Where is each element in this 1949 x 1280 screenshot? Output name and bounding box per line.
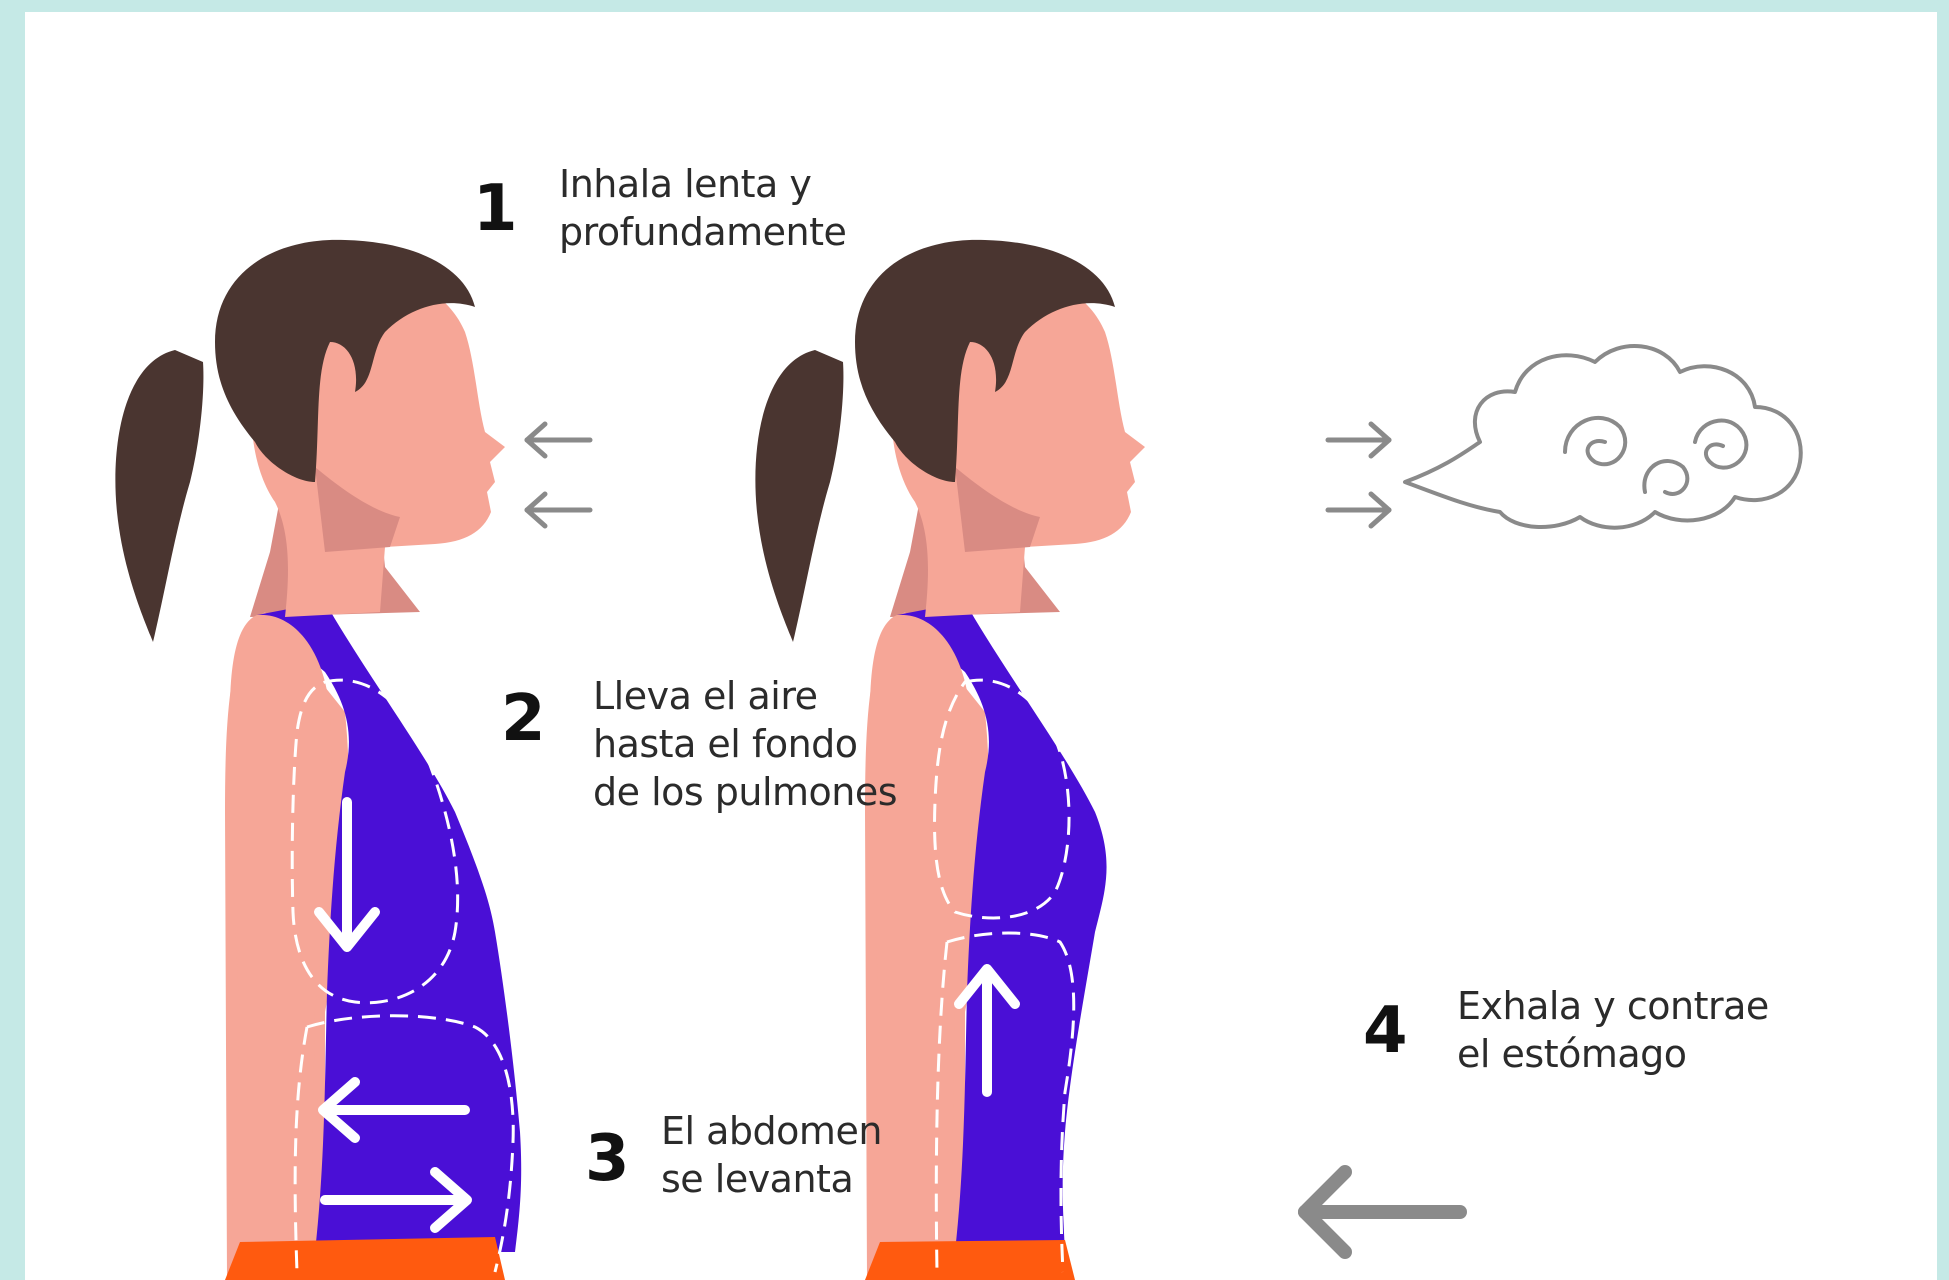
step-2-line-3: de los pulmones [593, 768, 897, 816]
push-arrow-icon [1305, 1172, 1460, 1252]
figure-exhale [755, 240, 1800, 1280]
step-2-line-2: hasta el fondo [593, 720, 897, 768]
step-1-line-1: Inhala lenta y [559, 160, 846, 208]
figure-inhale [115, 240, 590, 1280]
step-4-line-2: el estómago [1457, 1030, 1769, 1078]
ponytail [115, 350, 203, 642]
breath-in-arrows-icon [527, 424, 590, 526]
breath-out-arrows-icon [1328, 424, 1389, 526]
step-4-number: 4 [1363, 999, 1408, 1063]
step-3-text: El abdomen se levanta [661, 1107, 882, 1203]
step-2-line-1: Lleva el aire [593, 672, 897, 720]
shorts [225, 1237, 505, 1280]
step-3-line-2: se levanta [661, 1155, 882, 1203]
step-1-number: 1 [473, 177, 518, 241]
step-4-text: Exhala y contrae el estómago [1457, 982, 1769, 1078]
breathing-illustration [25, 12, 1937, 1280]
step-3-line-1: El abdomen [661, 1107, 882, 1155]
illustration-panel: 1 Inhala lenta y profundamente 2 Lleva e… [25, 12, 1937, 1280]
air-cloud-icon [1405, 346, 1801, 528]
ponytail [755, 350, 843, 642]
step-4-line-1: Exhala y contrae [1457, 982, 1769, 1030]
step-2-text: Lleva el aire hasta el fondo de los pulm… [593, 672, 897, 816]
step-2-number: 2 [501, 687, 546, 751]
step-1-line-2: profundamente [559, 208, 846, 256]
shorts [865, 1240, 1075, 1280]
step-3-number: 3 [585, 1127, 630, 1191]
step-1-text: Inhala lenta y profundamente [559, 160, 846, 256]
